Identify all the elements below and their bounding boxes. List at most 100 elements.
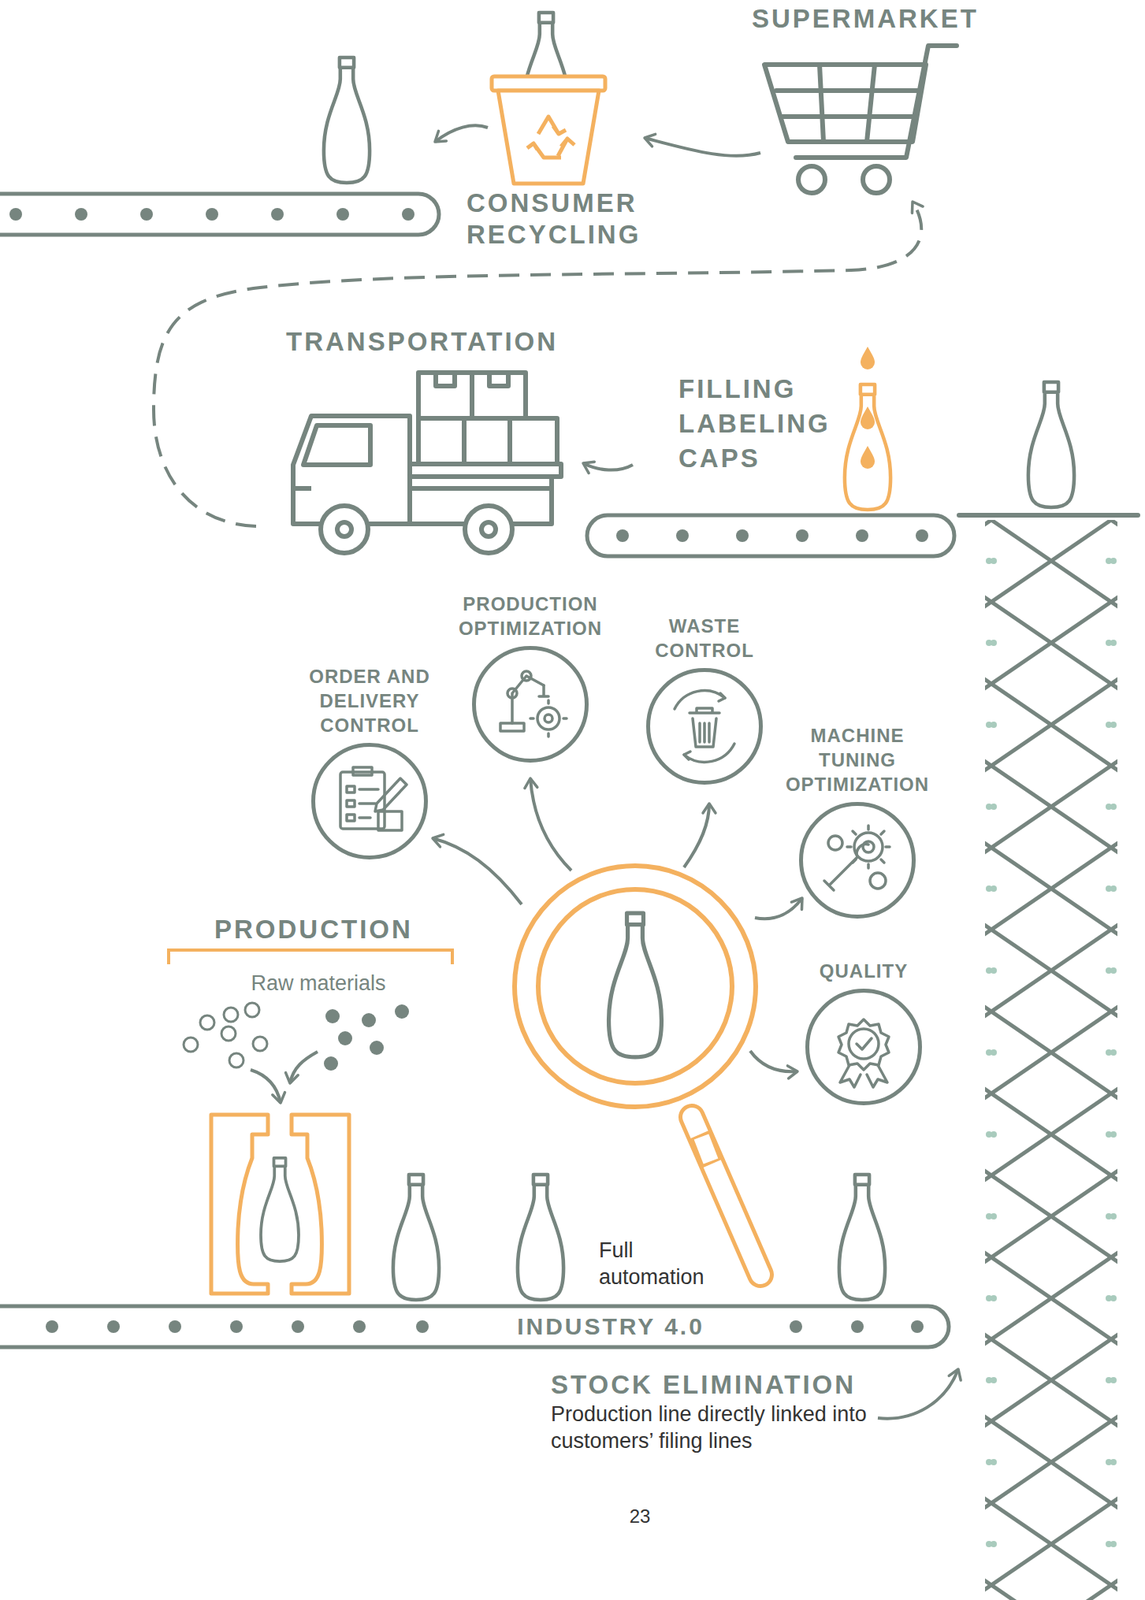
drawing-part [860, 346, 875, 370]
drawing-part [291, 1320, 305, 1334]
drawing-part [959, 513, 1138, 518]
drawing-part [860, 406, 875, 430]
magnifier [514, 866, 761, 1276]
drops [860, 346, 875, 469]
drawing-part [361, 1013, 376, 1028]
drawing-part [221, 1026, 236, 1041]
drawing-part [544, 714, 553, 723]
drawing-part [323, 1004, 409, 1071]
drawing-part [320, 505, 369, 554]
label-text: FILLING LABELING CAPS [678, 371, 856, 476]
drawing-part [877, 1369, 959, 1420]
drawing-part [869, 873, 886, 889]
drawing-part [491, 76, 606, 91]
drawing-part [689, 708, 720, 748]
circle-heading: QUALITY [784, 959, 943, 984]
drawing-part [260, 1158, 299, 1262]
drawing-part [509, 418, 558, 465]
drawing-part [346, 786, 379, 822]
drawing-part [338, 1031, 353, 1046]
drawing-part [583, 463, 633, 471]
drawing-part [291, 1115, 350, 1294]
drawing-part [230, 1320, 243, 1334]
drawing-part [764, 64, 926, 142]
drawing-part [985, 520, 1118, 1600]
drawing-part [183, 1003, 268, 1068]
icon-circle: QUALITY [805, 988, 922, 1106]
drawing-part [691, 1117, 761, 1276]
drawing-part [530, 778, 572, 871]
icon-circle: PRODUCTION OPTIMIZATION [472, 646, 589, 763]
drawing-part [353, 1320, 366, 1334]
drawing-part [644, 137, 761, 157]
drawing-part [229, 1053, 244, 1068]
drawing-part [353, 767, 372, 776]
label-text: PRODUCTION [214, 914, 413, 946]
label-text: TRANSPORTATION [286, 326, 558, 358]
drawing-part [416, 1320, 429, 1334]
conveyor-middle [587, 515, 955, 557]
drawing-part [521, 671, 532, 681]
drawing-part [539, 685, 549, 697]
drawing-part [45, 1320, 924, 1334]
drawing-part [432, 838, 522, 905]
drawing-part [701, 1137, 711, 1162]
drawing-part [435, 372, 509, 387]
raw-materials [168, 950, 453, 1104]
circle-heading: ORDER AND DELIVERY CONTROL [298, 664, 441, 738]
drawing-part [839, 1174, 885, 1301]
drawing-part [289, 1052, 318, 1084]
drawing-part [252, 1037, 268, 1052]
drawing-part [303, 425, 371, 465]
recycling-bin [491, 76, 606, 184]
drawing-part [369, 1040, 384, 1056]
drawing-part [293, 486, 552, 491]
drawing-part [401, 208, 415, 221]
drawing-part [245, 1003, 260, 1018]
drawing-part [168, 950, 453, 965]
drawing-part [776, 64, 921, 142]
drawing-part [45, 1320, 59, 1334]
drawing-part [9, 208, 23, 221]
drawing-part [337, 522, 352, 537]
drawing-part [824, 844, 869, 891]
drawing-part [537, 707, 560, 730]
drawing-part [855, 529, 869, 543]
drawing-part [851, 1320, 864, 1334]
drawing-part [375, 778, 407, 812]
drawing-part [517, 1174, 564, 1301]
drawing-part [862, 166, 890, 194]
drawing-part [325, 1009, 340, 1024]
drawing-part [736, 529, 749, 543]
drawing-part [789, 1320, 803, 1334]
drawing-part [684, 693, 725, 760]
drawing-part [74, 208, 88, 221]
drawing-part [616, 529, 629, 543]
icon-circle: MACHINE TUNING OPTIMIZATION [799, 802, 916, 919]
label-text: SUPERMARKET [751, 3, 979, 35]
circle-heading: WASTE CONTROL [647, 613, 763, 663]
circle-heading: MACHINE TUNING OPTIMIZATION [773, 723, 943, 797]
magnifier-arrows [432, 778, 803, 1072]
drawing-part [587, 515, 955, 557]
drawing-part [795, 529, 809, 543]
label-text: Full automation [598, 1237, 729, 1291]
drawing-part [393, 1174, 439, 1301]
label-text: Production line directly linked into cus… [550, 1401, 902, 1455]
shopping-cart [764, 45, 957, 194]
drawing-part [107, 1320, 120, 1334]
drawing-part [676, 529, 689, 543]
drawing-part [200, 1015, 215, 1030]
drawing-part [609, 913, 662, 1058]
drawing-part [271, 208, 284, 221]
drawing-part [915, 529, 929, 543]
drawing-part [394, 1004, 409, 1019]
drawing-part [223, 1007, 238, 1023]
drawing-part [378, 811, 402, 831]
drawing-part [481, 522, 496, 537]
drawing-part [840, 1065, 888, 1088]
drawing-part [168, 1320, 182, 1334]
label-text: CONSUMER RECYCLING [466, 187, 652, 251]
drawing-part [844, 384, 891, 510]
drawing-part [498, 90, 599, 184]
